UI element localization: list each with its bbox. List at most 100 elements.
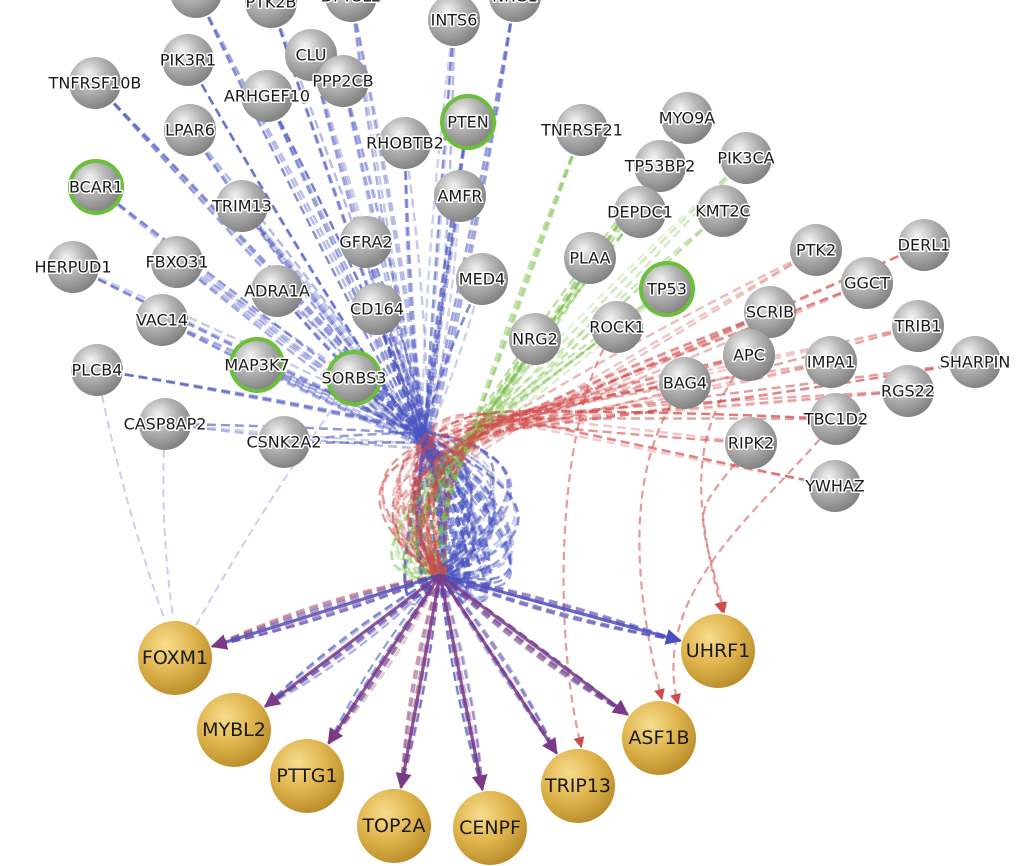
gene-node-fbxo31[interactable]: FBXO31	[144, 236, 210, 288]
gene-node-ripk2[interactable]: RIPK2	[725, 417, 777, 469]
gene-node-rgs22[interactable]: RGS22	[879, 365, 937, 417]
gene-node-lpar6[interactable]: LPAR6	[164, 104, 216, 156]
gene-node-trib1[interactable]: TRIB1	[892, 300, 944, 352]
edge-ripk2-uhrf1	[702, 442, 752, 614]
target-node-pttg1[interactable]: PTTG1	[270, 739, 344, 813]
edge-map3k7	[256, 363, 473, 579]
edge-trib1	[391, 324, 919, 578]
gene-node-gfra2[interactable]: GFRA2	[338, 216, 394, 268]
gene-node-derl1[interactable]: DERL1	[896, 219, 952, 271]
node-circle	[882, 365, 934, 417]
gene-node-map3k7[interactable]: MAP3K7	[223, 337, 291, 393]
target-node-mybl2[interactable]: MYBL2	[197, 693, 271, 767]
gene-node-med4[interactable]: MED4	[456, 253, 508, 305]
gene-node-myo9a[interactable]: MYO9A	[657, 92, 717, 144]
gene-node-amfr[interactable]: AMFR	[434, 170, 486, 222]
edge-hub-trip13	[439, 574, 558, 754]
gene-node-depdc1[interactable]: DEPDC1	[606, 186, 674, 238]
edge-kmt2c	[394, 210, 724, 577]
gene-node-tbc1d2[interactable]: TBC1D2	[801, 393, 870, 445]
target-node-foxm1[interactable]: FOXM1	[138, 621, 212, 695]
edge-scrib	[427, 310, 771, 580]
gene-node-pik3ca[interactable]: PIK3CA	[716, 132, 776, 184]
edge-hub-foxm1	[211, 573, 441, 648]
gene-node-bcar1[interactable]: BCAR1	[67, 159, 125, 215]
gene-node-tnfrsf10b[interactable]: TNFRSF10B	[46, 57, 143, 109]
node-circle	[639, 261, 695, 317]
node-label: PIK3R1	[160, 51, 216, 70]
node-circle	[541, 749, 615, 823]
gene-node-ptk2b[interactable]: PTK2B	[244, 0, 298, 28]
edge-trim13	[241, 205, 477, 581]
node-circle	[139, 398, 191, 450]
gene-node-kmt2c[interactable]: KMT2C	[694, 185, 752, 237]
gene-node-pten[interactable]: PTEN	[440, 94, 496, 150]
edge-depdc1	[415, 211, 641, 573]
edge-med4	[412, 278, 484, 578]
node-circle	[949, 336, 1001, 388]
node-label: PLAA	[569, 249, 610, 268]
edge-rock1	[422, 326, 618, 581]
gene-node-ggct[interactable]: GGCT	[841, 257, 893, 309]
gene-node-dpysl2[interactable]: DPYSL2	[319, 0, 383, 22]
node-label: TRIB1	[894, 317, 942, 336]
arrow-cenpf	[438, 574, 488, 792]
edge-casp8ap2	[164, 422, 493, 576]
gene-node-cd164[interactable]: CD164	[348, 283, 406, 335]
node-circle	[47, 241, 99, 293]
node-circle	[723, 329, 775, 381]
gene-node-arhgef10[interactable]: ARHGEF10	[222, 70, 312, 122]
node-label: UHRF1	[686, 640, 750, 662]
target-node-top2a[interactable]: TOP2A	[357, 789, 431, 863]
gene-node-nrg1[interactable]: NRG1	[489, 0, 541, 22]
gene-node-pik3r1[interactable]: PIK3R1	[158, 34, 218, 86]
node-circle	[744, 286, 796, 338]
node-circle	[245, 0, 297, 28]
edge-plcb4	[96, 368, 509, 574]
gene-node-ptk2[interactable]: PTK2	[790, 224, 842, 276]
gene-node-trim13[interactable]: TRIM13	[210, 180, 273, 232]
target-node-trip13[interactable]: TRIP13	[541, 749, 615, 823]
gene-node-tp53[interactable]: TP53	[639, 261, 695, 317]
gene-node-impa1[interactable]: IMPA1	[805, 336, 857, 388]
node-label: TRIP13	[544, 775, 611, 797]
gene-node-sharpin[interactable]: SHARPIN	[938, 336, 1012, 388]
node-label: GGCT	[844, 274, 890, 293]
gene-node-casp8ap2[interactable]: CASP8AP2	[122, 398, 208, 450]
node-label: YWHAZ	[804, 477, 865, 496]
node-label: RGS22	[881, 382, 935, 401]
gene-node-tp53bp2[interactable]: TP53BP2	[622, 140, 697, 192]
gene-node-scrib[interactable]: SCRIB	[744, 286, 796, 338]
node-circle	[809, 460, 861, 512]
gene-node-ppp2cb[interactable]: PPP2CB	[311, 55, 375, 107]
gene-node-herpud1[interactable]: HERPUD1	[33, 241, 113, 293]
gene-node-ndel1[interactable]: NDEL1	[168, 0, 224, 18]
gene-node-apc[interactable]: APC	[723, 329, 775, 381]
edge-hub-asf1b	[439, 574, 629, 716]
target-node-cenpf[interactable]: CENPF	[453, 791, 527, 865]
gene-node-sorbs3[interactable]: SORBS3	[320, 350, 388, 406]
gene-node-plaa[interactable]: PLAA	[564, 232, 616, 284]
gene-node-csnk2a2[interactable]: CSNK2A2	[245, 416, 323, 468]
edge-hub-uhrf1	[439, 573, 681, 642]
gene-node-nrg2[interactable]: NRG2	[509, 313, 561, 365]
node-label: DEPDC1	[607, 203, 673, 222]
gene-node-rock1[interactable]: ROCK1	[588, 301, 646, 353]
edge-ptk2	[419, 248, 817, 572]
node-circle	[434, 170, 486, 222]
gene-node-bag4[interactable]: BAG4	[659, 357, 711, 409]
node-label: RIPK2	[728, 434, 774, 453]
gene-node-rhobtb2[interactable]: RHOBTB2	[365, 117, 445, 169]
gene-node-plcb4[interactable]: PLCB4	[70, 344, 124, 396]
node-label: DPYSL2	[321, 0, 382, 6]
target-node-asf1b[interactable]: ASF1B	[622, 701, 696, 775]
gene-node-vac14[interactable]: VAC14	[134, 294, 190, 346]
edge-ints6	[418, 19, 456, 595]
gene-node-adra1a[interactable]: ADRA1A	[243, 265, 311, 317]
gene-node-ywhaz[interactable]: YWHAZ	[803, 460, 866, 512]
edge-plaa	[429, 257, 592, 578]
gene-node-ints6[interactable]: INTS6	[428, 0, 480, 46]
gene-node-tnfrsf21[interactable]: TNFRSF21	[539, 104, 624, 156]
node-circle	[509, 313, 561, 365]
target-node-uhrf1[interactable]: UHRF1	[681, 614, 755, 688]
